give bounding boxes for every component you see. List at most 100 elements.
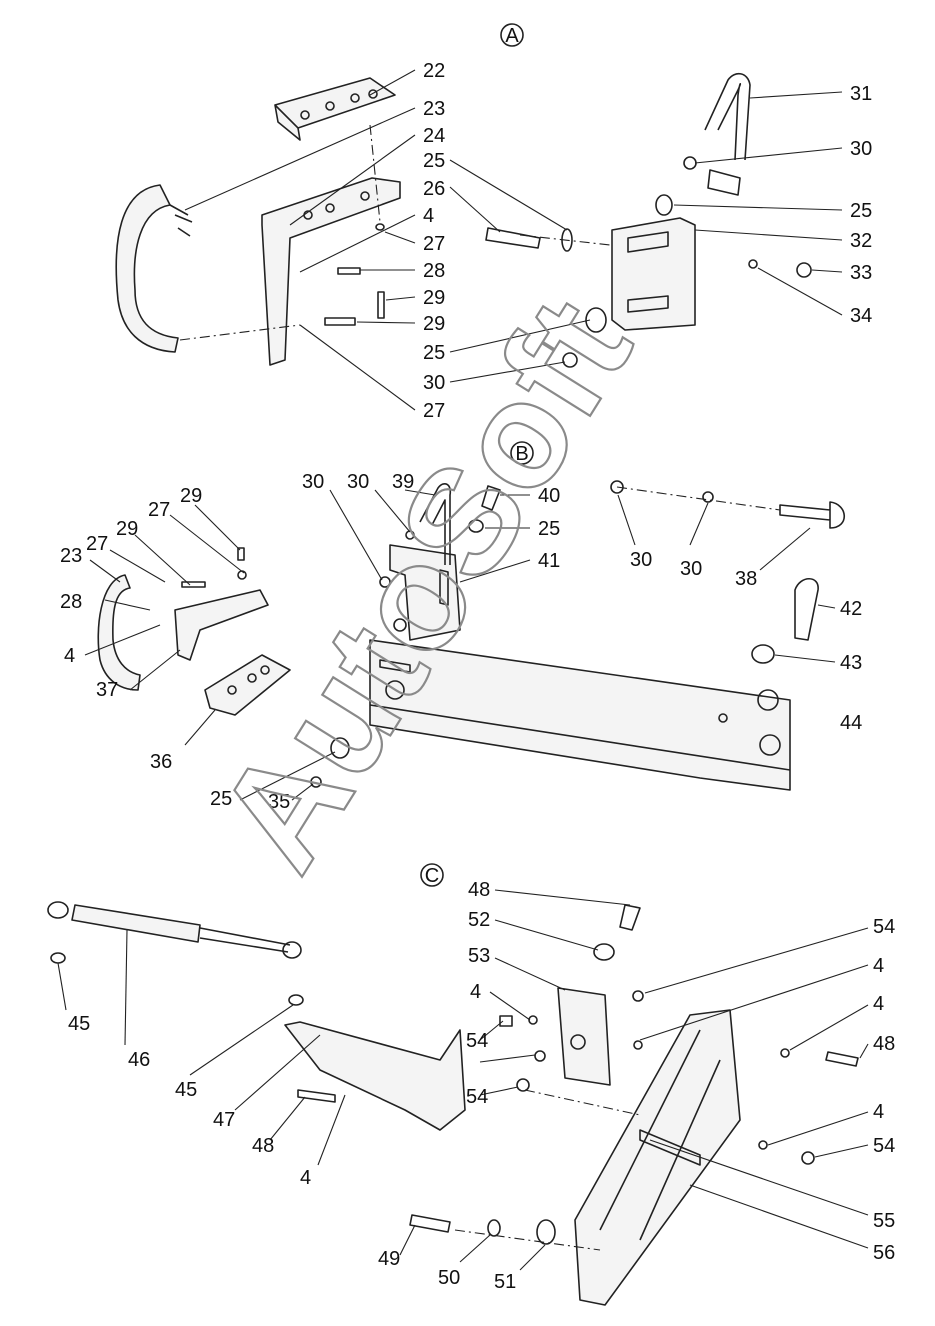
callout-b-25b: 25 xyxy=(538,518,560,540)
section-c-label: C xyxy=(425,865,439,887)
callout-b-30b: 30 xyxy=(347,471,369,493)
callout-a-22: 22 xyxy=(423,60,445,82)
callout-c-45b: 45 xyxy=(175,1079,197,1101)
part-43-washer xyxy=(751,644,775,664)
part-40-bolt xyxy=(481,485,501,511)
callout-c-45: 45 xyxy=(68,1013,90,1035)
callout-c-4c: 4 xyxy=(873,1101,884,1123)
part-22-hinge-plate xyxy=(274,77,396,141)
callout-c-55: 55 xyxy=(873,1210,895,1232)
section-a-callouts: 22 23 24 25 26 4 27 28 29 29 25 30 27 31… xyxy=(423,60,872,422)
callout-a-25: 25 xyxy=(423,150,445,172)
callout-b-35: 35 xyxy=(268,791,290,813)
part-25-washer-2 xyxy=(655,194,673,216)
callout-a-33: 33 xyxy=(850,262,872,284)
part-55-plate xyxy=(639,1129,701,1166)
part-48-bolt xyxy=(297,1089,336,1103)
part-49-bolt xyxy=(409,1214,451,1233)
callout-c-52: 52 xyxy=(468,909,490,931)
part-23-handle-b xyxy=(97,574,141,691)
watermark-text: AutoSoft xyxy=(185,271,663,897)
part-25-washer-b xyxy=(468,519,484,533)
callout-c-47: 47 xyxy=(213,1109,235,1131)
callout-c-4: 4 xyxy=(873,955,884,977)
part-47-arm xyxy=(284,1021,466,1131)
part-42-bolt xyxy=(794,577,819,641)
section-marker-c: C xyxy=(420,863,444,887)
section-a-parts xyxy=(115,72,812,368)
callout-a-28: 28 xyxy=(423,260,445,282)
part-52-washer xyxy=(593,943,615,961)
callout-b-37: 37 xyxy=(96,679,118,701)
callout-a-30b: 30 xyxy=(850,138,872,160)
callout-a-29b: 29 xyxy=(423,313,445,335)
callout-b-27b: 27 xyxy=(86,533,108,555)
callout-c-51: 51 xyxy=(494,1271,516,1293)
callout-a-34: 34 xyxy=(850,305,872,327)
callout-c-4d: 4 xyxy=(470,981,481,1003)
part-25-washer xyxy=(561,228,573,252)
callout-a-25b: 25 xyxy=(423,342,445,364)
callout-c-46: 46 xyxy=(128,1049,150,1071)
part-24-bracket xyxy=(261,177,401,366)
callout-b-29: 29 xyxy=(180,485,202,507)
part-23-handle xyxy=(115,184,179,353)
callout-c-54b: 54 xyxy=(466,1030,488,1052)
callout-a-29: 29 xyxy=(423,287,445,309)
callout-a-4: 4 xyxy=(423,205,434,227)
callout-b-43: 43 xyxy=(840,652,862,674)
callout-c-48c: 48 xyxy=(252,1135,274,1157)
callout-b-38: 38 xyxy=(735,568,757,590)
part-25-washer-3 xyxy=(585,307,607,333)
section-b-label: B xyxy=(515,443,528,465)
callout-b-40: 40 xyxy=(538,485,560,507)
callout-c-4e: 4 xyxy=(300,1167,311,1189)
part-46-gas-strut xyxy=(71,904,201,943)
callout-b-30c: 30 xyxy=(630,549,652,571)
callout-b-30: 30 xyxy=(302,471,324,493)
callout-a-32: 32 xyxy=(850,230,872,252)
part-51-washer xyxy=(536,1219,556,1245)
watermark: AutoSoft xyxy=(184,270,664,898)
callout-a-31: 31 xyxy=(850,83,872,105)
callout-c-53: 53 xyxy=(468,945,490,967)
part-39-pin xyxy=(419,483,452,565)
callout-a-27b: 27 xyxy=(423,400,445,422)
callout-b-30d: 30 xyxy=(680,558,702,580)
part-33-nut xyxy=(796,262,812,278)
part-38-bolt xyxy=(779,501,846,529)
callout-b-29b: 29 xyxy=(116,518,138,540)
callout-b-41: 41 xyxy=(538,550,560,572)
section-a-leaders xyxy=(184,69,843,411)
callout-c-4b: 4 xyxy=(873,993,884,1015)
section-b-leaders xyxy=(84,489,836,801)
section-marker-b: B xyxy=(510,441,534,465)
part-30-nut-2 xyxy=(562,352,578,368)
callout-a-27: 27 xyxy=(423,233,445,255)
callout-b-39: 39 xyxy=(392,471,414,493)
part-53-hinge xyxy=(557,987,611,1086)
callout-a-23: 23 xyxy=(423,98,445,120)
callout-a-25c: 25 xyxy=(850,200,872,222)
callout-a-30: 30 xyxy=(423,372,445,394)
part-48-bolt-2 xyxy=(619,904,641,931)
callout-b-42: 42 xyxy=(840,598,862,620)
callout-c-54: 54 xyxy=(873,916,895,938)
callout-b-36: 36 xyxy=(150,751,172,773)
callout-c-54d: 54 xyxy=(873,1135,895,1157)
callout-b-44: 44 xyxy=(840,712,862,734)
section-c-leaders xyxy=(57,889,869,1271)
callout-c-49: 49 xyxy=(378,1248,400,1270)
callout-c-56: 56 xyxy=(873,1242,895,1264)
callout-c-48b: 48 xyxy=(873,1033,895,1055)
section-c-parts xyxy=(47,901,859,1306)
callout-c-48: 48 xyxy=(468,879,490,901)
section-marker-a: A xyxy=(500,23,524,47)
part-48-bolt-3 xyxy=(825,1051,859,1067)
part-50-washer xyxy=(487,1219,501,1237)
callout-a-26: 26 xyxy=(423,178,445,200)
callout-b-25: 25 xyxy=(210,788,232,810)
section-a-label: A xyxy=(505,25,519,47)
callout-c-54c: 54 xyxy=(466,1086,488,1108)
